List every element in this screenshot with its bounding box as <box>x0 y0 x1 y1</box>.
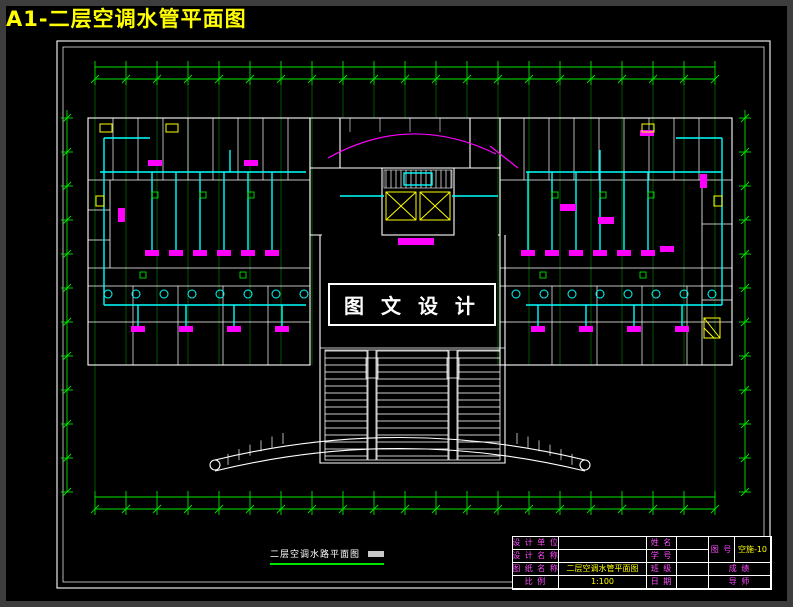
titleblock-value-sheet-name: 二层空调水管平面图 <box>559 563 647 576</box>
titleblock-value-student-id <box>677 550 709 563</box>
chilled-water-pipes <box>100 137 723 326</box>
fan-coil-units <box>118 130 707 332</box>
building-walls <box>87 117 733 472</box>
title-block: 设 计 单 位 姓 名 设 计 名 称 学 号 图 纸 名 称 二层空调水管平面… <box>512 536 772 590</box>
drawing-title: A1-二层空调水管平面图 <box>6 7 247 31</box>
column-grid-lines <box>94 85 716 491</box>
titleblock-value-design-name <box>559 550 647 563</box>
dimension-lines <box>61 61 751 515</box>
scale-bar <box>368 550 385 557</box>
titleblock-label-name: 姓 名 <box>647 537 677 550</box>
drawing-caption: 二层空调水路平面图 <box>270 547 385 565</box>
equipment-yellow <box>95 123 723 339</box>
titleblock-value-scale: 1:100 <box>559 576 647 589</box>
titleblock-label-scale: 比 例 <box>513 576 559 589</box>
titleblock-label-student-id: 学 号 <box>647 550 677 563</box>
titleblock-label-grade: 成 绩 <box>709 563 771 576</box>
titleblock-label-advisor: 导 师 <box>709 576 771 589</box>
caption-text: 二层空调水路平面图 <box>270 550 361 560</box>
titleblock-label-date: 日 期 <box>647 576 677 589</box>
diffusers <box>139 191 655 279</box>
titleblock-value-drawing-no: 空施-10 <box>735 537 771 563</box>
titleblock-value-name <box>677 537 709 550</box>
titleblock-value-date <box>677 576 709 589</box>
titleblock-label-design-unit: 设 计 单 位 <box>513 537 559 550</box>
titleblock-label-class: 班 级 <box>647 563 677 576</box>
decorative-arcs <box>327 133 519 169</box>
titleblock-value-class <box>677 563 709 576</box>
watermark: 图 文 设 计 <box>328 283 496 326</box>
titleblock-label-design-name: 设 计 名 称 <box>513 550 559 563</box>
titleblock-label-sheet-name: 图 纸 名 称 <box>513 563 559 576</box>
titleblock-value-design-unit <box>559 537 647 550</box>
sheet-frame <box>56 40 771 589</box>
titleblock-label-drawing-no: 图 号 <box>709 537 735 563</box>
